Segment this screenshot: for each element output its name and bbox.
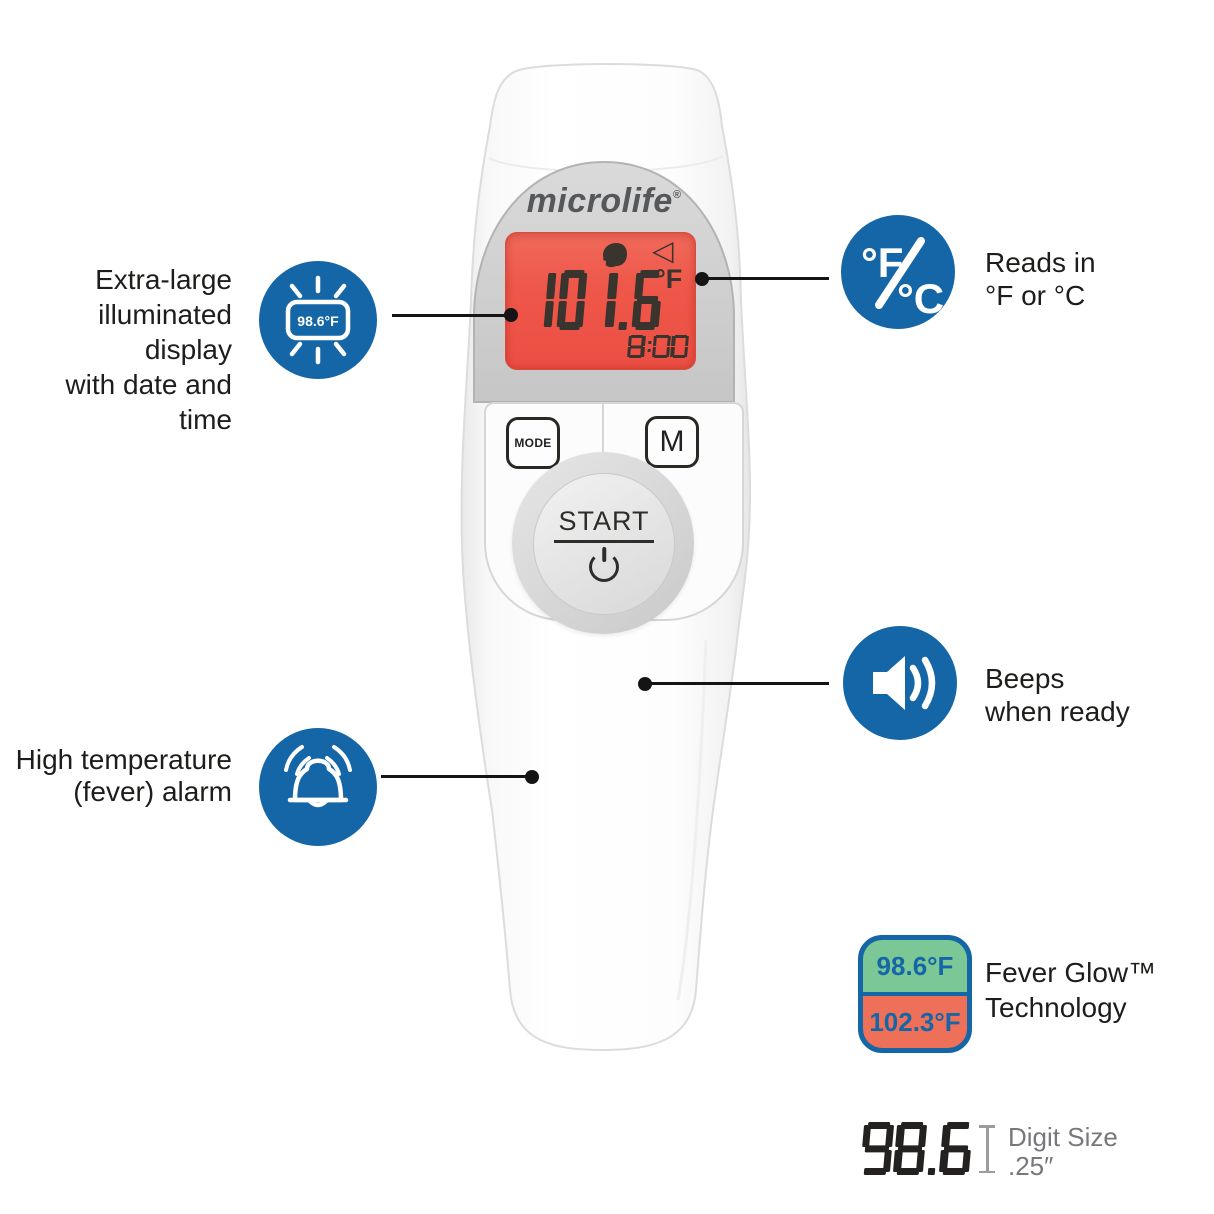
callout-text-line: .25″ (1008, 1151, 1054, 1181)
callout-text-line: Reads in (985, 247, 1096, 278)
illuminated-display-icon: 98.6°F (285, 275, 351, 365)
callout-text-digit-size: Digit Size .25″ (1008, 1123, 1118, 1181)
handle-highlight (676, 639, 708, 1001)
icon-unit-f: °F (861, 239, 903, 286)
callout-text-line: illuminated display (98, 299, 232, 365)
fever-glow-icon: 98.6°F 102.3°F (858, 935, 972, 1053)
digit-size-sample (860, 1122, 974, 1175)
alarm-bell-icon-circle (259, 728, 377, 846)
lcd-unit: °F (655, 264, 683, 294)
fahrenheit-celsius-icon: °F °C (861, 237, 944, 322)
callout-text-line: when ready (985, 696, 1130, 727)
icon-unit-c: °C (897, 275, 944, 322)
callout-dot-units (695, 272, 709, 286)
callout-text-line: Fever Glow™ (985, 957, 1157, 988)
callout-line-display (392, 314, 511, 317)
measure-ibeam-icon (978, 1125, 996, 1173)
registered-mark: ® (672, 189, 682, 201)
callout-text-line: °F or °C (985, 280, 1086, 311)
lcd-temperature (525, 270, 663, 330)
callout-line-units (708, 277, 829, 280)
speaker-icon-circle (843, 626, 957, 740)
brand-name: microlife (526, 182, 673, 220)
lcd-speaker-icon: ◁ (652, 235, 674, 266)
mode-button[interactable]: MODE (506, 417, 560, 469)
alarm-bell-icon (284, 745, 352, 808)
callout-text-alarm: High temperature (fever) alarm (10, 744, 232, 808)
callout-text-line: with date and time (65, 369, 232, 435)
callout-dot-alarm (525, 770, 539, 784)
callout-dot-beeps (638, 677, 652, 691)
callout-text-line: Beeps (985, 663, 1065, 694)
callout-text-display: Extra-large illuminated display with dat… (10, 262, 232, 437)
callout-line-beeps (651, 682, 829, 685)
start-button[interactable]: START (533, 473, 675, 615)
start-button-label: START (554, 506, 654, 543)
lcd-display: ◁ °F (505, 232, 696, 370)
callout-text-units: Reads in °F or °C (985, 246, 1096, 312)
speaker-icon (873, 656, 936, 710)
memory-button[interactable]: M (645, 416, 699, 468)
callout-text-fever-glow: Fever Glow™ Technology (985, 955, 1156, 1025)
illuminated-display-icon-value: 98.6°F (297, 313, 339, 329)
illuminated-display-icon-circle: 98.6°F (259, 261, 377, 379)
memory-button-label: M (659, 425, 685, 458)
head-silhouette-icon (603, 243, 627, 268)
power-icon (589, 552, 619, 582)
callout-text-line: Digit Size (1008, 1122, 1118, 1152)
fever-glow-normal: 98.6°F (863, 940, 967, 992)
lcd-time (627, 335, 689, 358)
panel-divider (602, 404, 604, 460)
fahrenheit-celsius-icon-circle: °F °C (841, 215, 955, 329)
callout-text-line: Extra-large (95, 264, 232, 295)
brand-logo: microlife® (464, 182, 744, 221)
mode-button-label: MODE (514, 436, 552, 450)
callout-dot-display (504, 308, 518, 322)
callout-line-alarm (381, 775, 526, 778)
callout-text-line: High temperature (15, 744, 232, 775)
callout-text-line: Technology (985, 992, 1127, 1023)
callout-text-beeps: Beeps when ready (985, 662, 1130, 728)
fever-glow-fever: 102.3°F (863, 996, 967, 1048)
callout-text-line: (fever) alarm (73, 776, 232, 807)
